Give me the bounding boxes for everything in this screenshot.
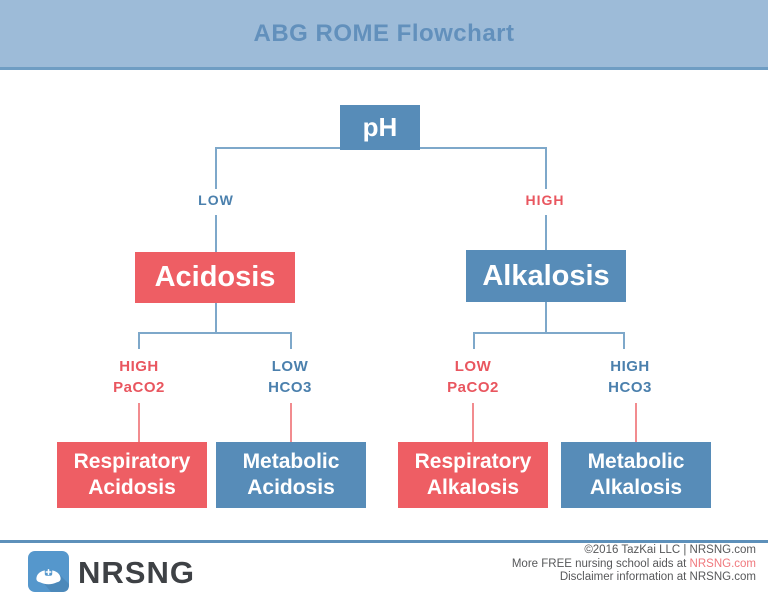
- label-low-paco2: LOW PaCO2: [426, 356, 520, 398]
- nrsng-logo-icon: [28, 551, 69, 592]
- node-metabolic-alkalosis-line1: Metabolic: [587, 450, 685, 473]
- connector-acidosis-down: [215, 303, 217, 333]
- footer-aids-line: More FREE nursing school aids at NRSNG.c…: [512, 558, 756, 572]
- connector-to-respiratory-acidosis: [138, 403, 140, 443]
- label-high-paco2: HIGH PaCO2: [92, 356, 186, 398]
- footer-divider: [0, 540, 768, 543]
- label-high-hco3-line2: HCO3: [608, 379, 652, 396]
- connector-acidosis-horizontal: [138, 332, 292, 334]
- label-low-paco2-line1: LOW: [454, 358, 492, 375]
- label-low-hco3-line1: LOW: [271, 358, 309, 375]
- node-respiratory-acidosis: Respiratory Acidosis: [57, 442, 207, 508]
- node-ph: pH: [340, 105, 420, 150]
- nurse-cap-icon: [36, 570, 61, 585]
- connector-low-lower: [215, 215, 217, 252]
- page-title: ABG ROME Flowchart: [253, 19, 515, 47]
- label-high-hco3: HIGH HCO3: [583, 356, 677, 398]
- connector-to-metabolic-acidosis: [290, 403, 292, 443]
- node-respiratory-alkalosis-line1: Respiratory: [414, 450, 532, 473]
- footer-text-block: ©2016 TazKai LLC | NRSNG.com More FREE n…: [512, 544, 756, 585]
- connector-high-lower: [545, 215, 547, 250]
- label-low-hco3: LOW HCO3: [243, 356, 337, 398]
- label-high-hco3-line1: HIGH: [610, 358, 650, 375]
- node-acidosis-label: Acidosis: [154, 261, 276, 293]
- node-metabolic-acidosis-line1: Metabolic: [242, 450, 340, 473]
- node-respiratory-alkalosis: Respiratory Alkalosis: [398, 442, 548, 508]
- connector-alkalosis-down: [545, 302, 547, 333]
- footer-nrsng-link[interactable]: NRSNG.com: [689, 557, 756, 570]
- branch-label-high: HIGH: [505, 192, 585, 208]
- node-respiratory-acidosis-line1: Respiratory: [73, 450, 191, 473]
- node-metabolic-alkalosis-line2: Alkalosis: [589, 476, 683, 499]
- connector-alkalosis-horizontal: [473, 332, 625, 334]
- node-ph-label: pH: [362, 112, 398, 142]
- node-metabolic-acidosis-line2: Acidosis: [247, 476, 335, 499]
- header-bar: ABG ROME Flowchart: [0, 0, 768, 70]
- node-respiratory-alkalosis-line2: Alkalosis: [426, 476, 520, 499]
- connector-stub-low-paco2: [473, 332, 475, 349]
- label-low-hco3-line2: HCO3: [268, 379, 312, 396]
- node-acidosis: Acidosis: [135, 252, 295, 303]
- connector-to-metabolic-alkalosis: [635, 403, 637, 443]
- brand-wordmark: NRSNG: [78, 555, 195, 590]
- connector-low-upper: [215, 147, 217, 189]
- label-high-paco2-line1: HIGH: [119, 358, 159, 375]
- node-metabolic-alkalosis: Metabolic Alkalosis: [561, 442, 711, 508]
- label-low-paco2-line2: PaCO2: [447, 379, 499, 396]
- branch-label-low: LOW: [176, 192, 256, 208]
- node-alkalosis: Alkalosis: [466, 250, 626, 302]
- node-respiratory-acidosis-line2: Acidosis: [88, 476, 176, 499]
- connector-high-upper: [545, 147, 547, 189]
- node-metabolic-acidosis: Metabolic Acidosis: [216, 442, 366, 508]
- footer-aids-prefix: More FREE nursing school aids at: [511, 557, 690, 570]
- connector-to-respiratory-alkalosis: [472, 403, 474, 443]
- cross-icon: [45, 569, 52, 575]
- connector-stub-high-hco3: [623, 332, 625, 349]
- footer-copyright: ©2016 TazKai LLC | NRSNG.com: [584, 544, 756, 556]
- footer-disclaimer: Disclaimer information at NRSNG.com: [559, 571, 756, 583]
- node-alkalosis-label: Alkalosis: [482, 259, 610, 292]
- connector-stub-high-paco2: [138, 332, 140, 349]
- label-high-paco2-line2: PaCO2: [113, 379, 165, 396]
- connector-stub-low-hco3: [290, 332, 292, 349]
